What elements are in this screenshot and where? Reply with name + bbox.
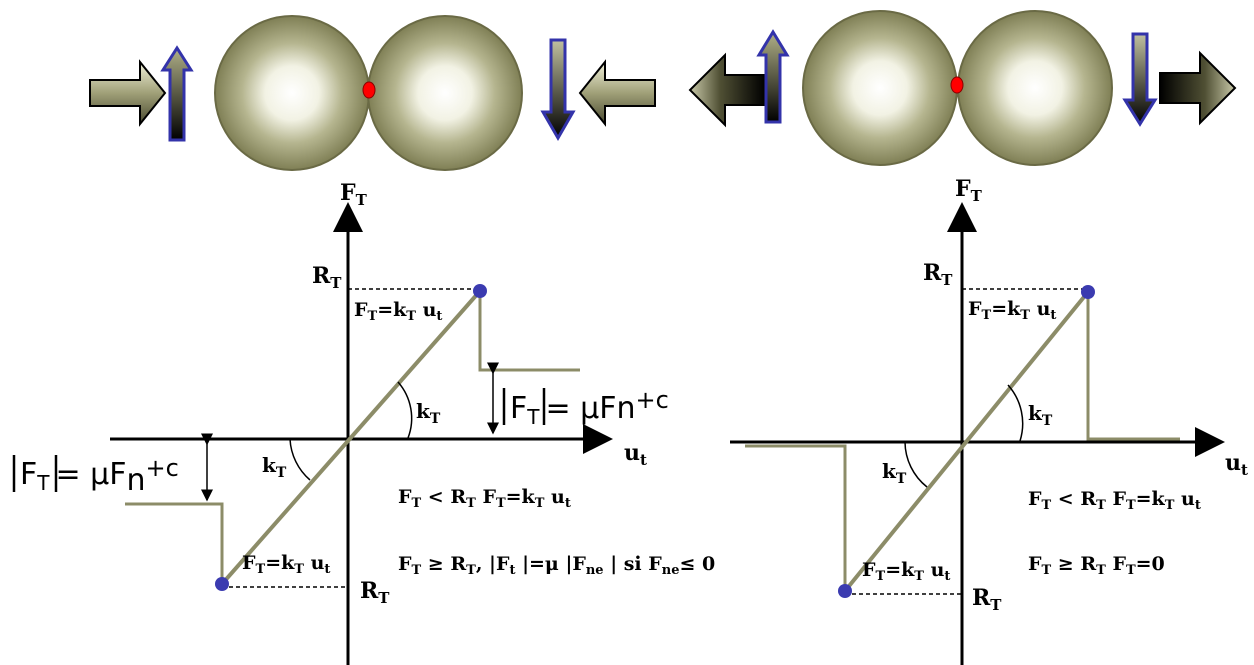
condition-elastic-2: FT < RT FT=kT ut: [1028, 488, 1201, 513]
right-graph: FT ut RT RT FT=kT ut FT=kT ut kT kT FT <…: [730, 176, 1248, 665]
threshold-top-label-2: RT: [923, 260, 953, 289]
sphere-left: [214, 15, 370, 171]
threshold-bottom-label: RT: [360, 578, 390, 607]
slope-label-upper-2: kT: [1028, 401, 1053, 429]
elastic-law-bottom-2: FT=kT ut: [862, 559, 950, 584]
tangential-down-arrow-2: [1122, 32, 1158, 127]
sliding-branch-upper: [478, 291, 580, 372]
push-left-arrow: [578, 59, 656, 127]
peak-point-lower-2: [838, 584, 852, 598]
friction-formula-right: FT= μFn+c: [502, 386, 669, 429]
loading-line-2: [843, 290, 1090, 593]
drop-branch-lower: [745, 444, 847, 591]
sphere-pair-tension: [688, 10, 1237, 166]
sliding-branch-lower: [125, 502, 224, 584]
left-graph: FT ut RT RT FT=kT ut FT=kT ut kT kT FT= …: [12, 180, 715, 665]
peak-point-lower: [215, 577, 229, 591]
elastic-law-top: FT=kT ut: [354, 299, 442, 324]
threshold-top-label: RT: [312, 263, 342, 292]
svg-text:FT= μFn+c: FT= μFn+c: [20, 454, 179, 498]
contact-point: [362, 81, 376, 99]
peak-point-upper: [473, 284, 487, 298]
tangential-up-arrow: [160, 45, 194, 142]
svg-text:FT= μFn+c: FT= μFn+c: [510, 386, 669, 429]
loading-line: [220, 289, 482, 586]
condition-elastic: FT < RT FT=kT ut: [398, 486, 571, 511]
y-axis-label-2: FT: [955, 176, 983, 205]
friction-formula-left: FT= μFn+c: [12, 454, 179, 498]
slope-label-lower-2: kT: [882, 459, 907, 487]
elastic-law-top-2: FT=kT ut: [968, 298, 1056, 323]
push-right-arrow: [89, 59, 167, 127]
slope-arc-upper-2: [1007, 384, 1024, 442]
tangential-down-arrow: [540, 38, 576, 142]
x-axis-label-2: ut: [1225, 450, 1248, 479]
condition-sliding: FT ≥ RT, |Ft |=μ |Fne | si Fne≤ 0: [398, 553, 715, 578]
threshold-bottom-label-2: RT: [972, 585, 1002, 614]
slope-arc-lower: [289, 438, 311, 481]
x-axis-label: ut: [624, 440, 647, 469]
slope-arc-lower-2: [904, 441, 928, 488]
condition-release-2: FT ≥ RT FT=0: [1028, 553, 1165, 578]
elastic-law-bottom: FT=kT ut: [242, 552, 330, 577]
pull-right-arrow: [1159, 50, 1237, 126]
sphere-right: [367, 15, 523, 171]
peak-point-upper-2: [1081, 285, 1095, 299]
sphere-left-2: [802, 10, 958, 166]
drop-branch-upper: [1086, 292, 1180, 441]
slope-arc-upper: [397, 381, 413, 439]
tangential-up-arrow-2: [756, 29, 790, 124]
pull-left-arrow: [688, 52, 766, 128]
contact-point-2: [950, 76, 964, 94]
slope-label-lower: kT: [262, 453, 287, 481]
sphere-pair-compression: [89, 15, 656, 171]
slope-label-upper: kT: [416, 399, 441, 427]
sphere-right-2: [957, 10, 1113, 166]
y-axis-label: FT: [340, 180, 368, 209]
